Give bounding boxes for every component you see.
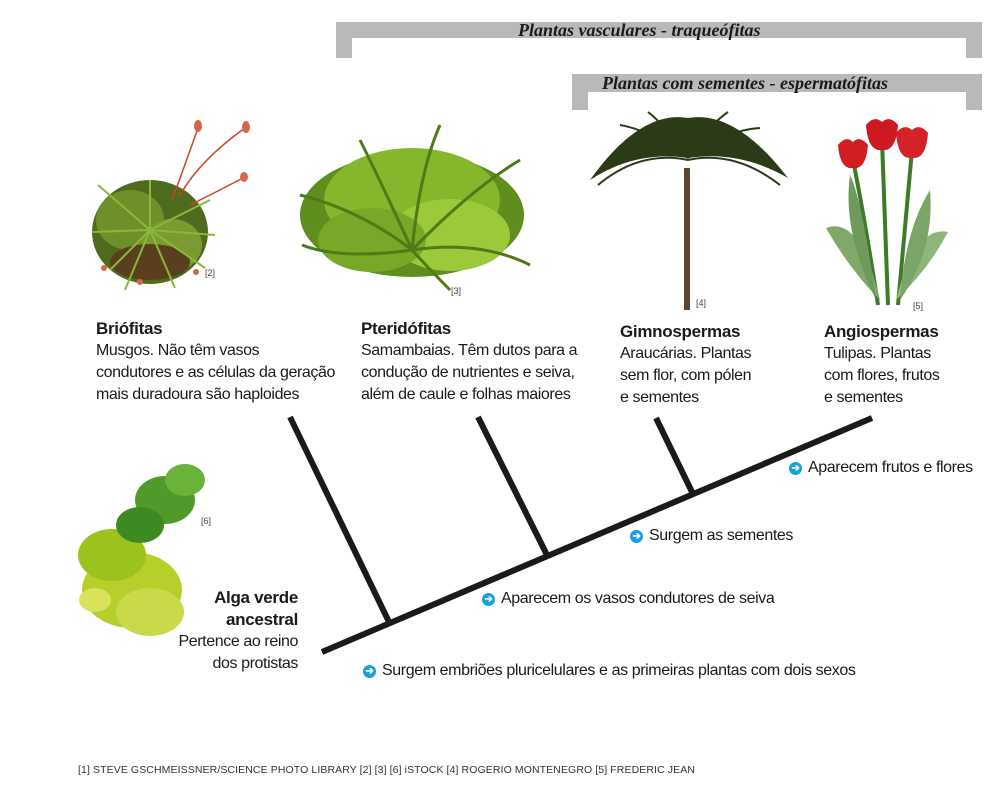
group-desc-line: além de caule e folhas maiores — [361, 386, 571, 403]
ref-gimnospermas: [4] — [696, 298, 707, 308]
step-label: Surgem as sementes — [649, 527, 793, 544]
group-title-line: Alga verde — [214, 588, 298, 607]
ref-alga: [6] — [201, 516, 212, 526]
alga-illustration — [78, 464, 205, 636]
step-embrioes: ➔ Surgem embriões pluricelulares e as pri… — [363, 661, 856, 681]
tulip-illustration — [826, 119, 948, 306]
group-alga: Alga verde ancestral Pertence ao reino d… — [150, 587, 298, 675]
seed-plants-bracket — [572, 74, 982, 110]
group-title: Pteridófitas — [361, 319, 451, 338]
group-desc-line: Musgos. Não têm vasos — [96, 342, 260, 359]
cladogram — [287, 415, 874, 655]
ref-pteridofitas: [3] — [451, 286, 462, 296]
arrow-right-icon: ➔ — [630, 530, 643, 543]
arrow-right-icon: ➔ — [789, 462, 802, 475]
group-title: Gimnospermas — [620, 322, 741, 341]
photo-credits: [1] STEVE GSCHMEISSNER/SCIENCE PHOTO LIB… — [78, 764, 696, 776]
arrow-right-icon: ➔ — [482, 593, 495, 606]
step-label: Surgem embriões pluricelulares e as prim… — [382, 662, 856, 679]
branch-pteridofitas — [475, 415, 550, 557]
group-desc-line: mais duradoura são haploides — [96, 386, 300, 403]
main-axis — [320, 415, 874, 655]
vascular-plants-bracket — [336, 22, 982, 58]
group-pteridofitas: Pteridófitas Samambaias. Têm dutos para … — [361, 318, 578, 406]
seed-plants-label: Plantas com sementes - espermatófitas — [602, 73, 888, 93]
group-briofitas: Briófitas Musgos. Não têm vasos condutor… — [96, 318, 335, 406]
group-desc-line: Araucárias. Plantas — [620, 345, 752, 362]
group-title: Angiospermas — [824, 322, 939, 341]
group-desc-line: dos protistas — [212, 655, 298, 672]
group-desc-line: Tulipas. Plantas — [824, 345, 931, 362]
step-frutos: ➔ Aparecem frutos e flores — [789, 458, 973, 478]
step-vasos: ➔ Aparecem os vasos condutores de seiva — [482, 589, 775, 609]
vascular-plants-label: Plantas vasculares - traqueófitas — [518, 20, 761, 40]
group-title: Briófitas — [96, 319, 163, 338]
group-title-line: ancestral — [226, 610, 298, 629]
group-desc-line: Pertence ao reino — [178, 633, 298, 650]
branch-gimnospermas — [653, 416, 696, 496]
branch-briofitas — [287, 415, 393, 626]
fern-illustration — [299, 124, 531, 292]
group-desc-line: condutores e as células da geração — [96, 364, 336, 381]
araucaria-illustration — [590, 111, 788, 310]
group-desc-line: com flores, frutos — [824, 367, 940, 384]
group-desc-line: sem flor, com pólen — [620, 367, 752, 384]
group-desc-line: condução de nutrientes e seiva, — [361, 364, 575, 381]
step-label: Aparecem os vasos condutores de seiva — [501, 590, 775, 607]
step-sementes: ➔ Surgem as sementes — [630, 526, 793, 546]
group-gimnospermas: Gimnospermas Araucárias. Plantas sem flo… — [620, 321, 752, 409]
arrow-right-icon: ➔ — [363, 665, 376, 678]
group-desc-line: Samambaias. Têm dutos para a — [361, 342, 578, 359]
group-desc-line: e sementes — [824, 389, 903, 406]
step-label: Aparecem frutos e flores — [808, 459, 973, 476]
group-desc-line: e sementes — [620, 389, 699, 406]
group-angiospermas: Angiospermas Tulipas. Plantas com flores… — [824, 321, 940, 409]
moss-illustration — [91, 120, 250, 291]
ref-angiospermas: [5] — [913, 301, 924, 311]
ref-briofitas: [2] — [205, 268, 216, 278]
